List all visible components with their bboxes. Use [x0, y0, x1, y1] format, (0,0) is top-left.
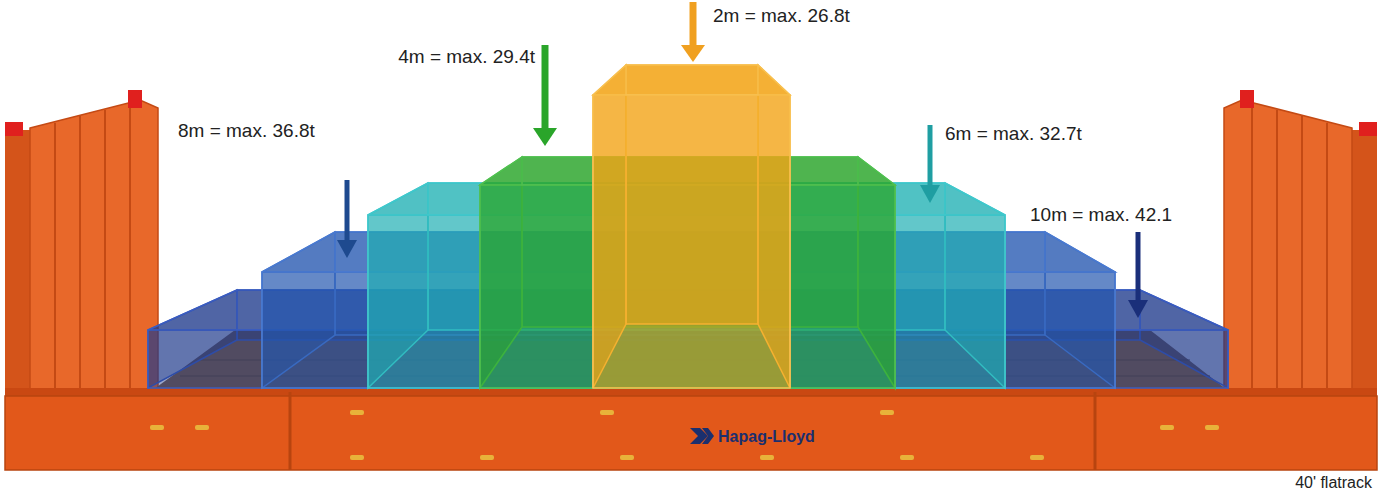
load-label: 8m = max. 36.8t: [178, 120, 315, 142]
load-label: 6m = max. 32.7t: [945, 123, 1082, 145]
load-label: 4m = max. 29.4t: [398, 46, 535, 68]
arrow-6m: [920, 125, 940, 203]
brand-logo: Hapag-Lloyd: [718, 426, 815, 448]
load-label: 10m = max. 42.1: [1030, 204, 1172, 226]
caption: 40' flatrack: [1295, 472, 1372, 494]
arrow-2m: [681, 2, 705, 62]
load-label: 2m = max. 26.8t: [713, 5, 850, 27]
arrow-4m: [533, 45, 557, 146]
arrow-8m: [337, 180, 357, 258]
arrow-10m: [1128, 232, 1148, 318]
